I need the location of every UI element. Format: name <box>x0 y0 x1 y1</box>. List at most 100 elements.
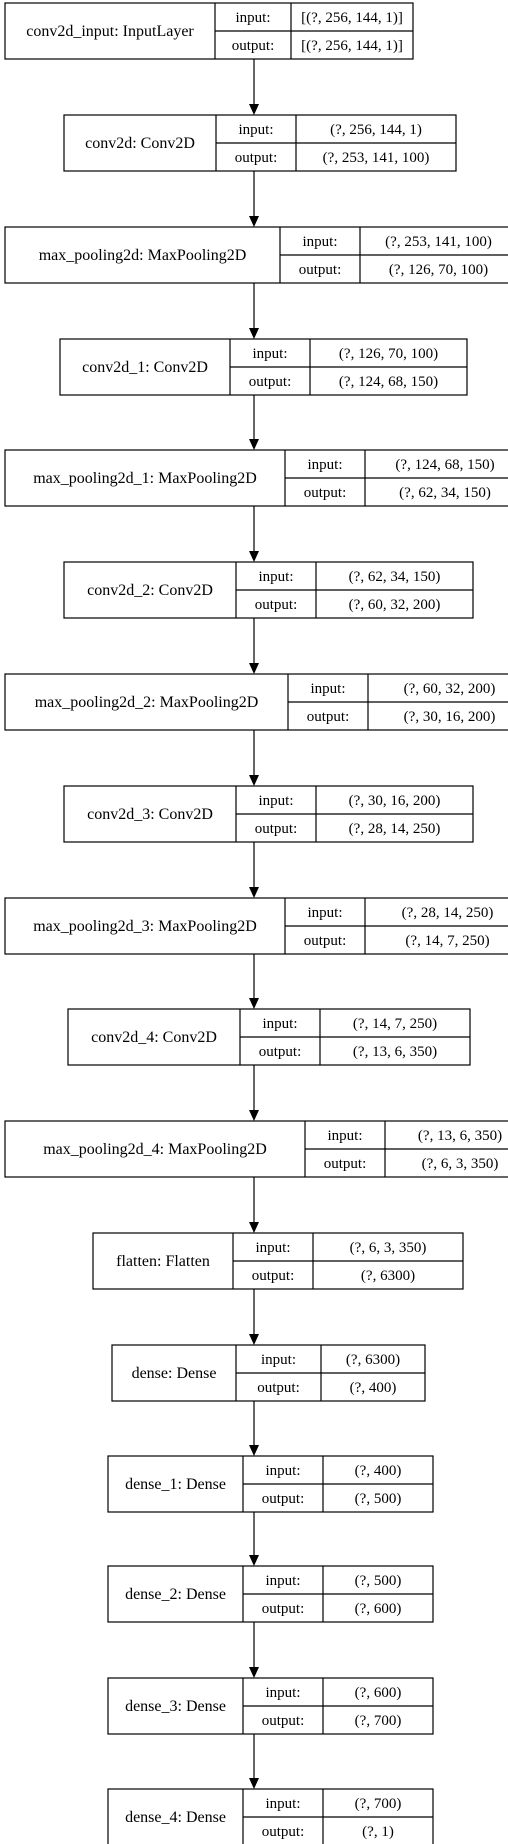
output-shape: (?, 600) <box>355 1601 402 1617</box>
output-shape: (?, 14, 7, 250) <box>405 933 489 949</box>
input-label: input: <box>265 1796 300 1812</box>
arrowhead <box>249 1667 259 1678</box>
output-label: output: <box>252 1268 295 1284</box>
output-label: output: <box>262 1601 305 1617</box>
layer-name: conv2d_2: Conv2D <box>87 582 213 599</box>
input-shape: (?, 62, 34, 150) <box>349 569 441 585</box>
input-shape: (?, 256, 144, 1) <box>330 122 422 138</box>
arrowhead <box>249 887 259 898</box>
layer-name: max_pooling2d_3: MaxPooling2D <box>33 918 257 935</box>
input-label: input: <box>255 1240 290 1256</box>
output-label: output: <box>304 933 347 949</box>
layer-node: max_pooling2d: MaxPooling2Dinput:output:… <box>4 226 508 284</box>
edge-arrow <box>249 395 259 450</box>
output-shape: (?, 28, 14, 250) <box>349 821 441 837</box>
output-label: output: <box>255 821 298 837</box>
input-label: input: <box>265 1463 300 1479</box>
edge-arrow <box>249 954 259 1009</box>
input-label: input: <box>261 1352 296 1368</box>
input-label: input: <box>302 234 337 250</box>
edge-arrow <box>249 59 259 115</box>
output-shape: (?, 60, 32, 200) <box>349 597 441 613</box>
input-label: input: <box>238 122 273 138</box>
layer-name: conv2d_4: Conv2D <box>91 1029 217 1046</box>
arrowhead <box>249 1778 259 1789</box>
output-label: output: <box>262 1713 305 1729</box>
layer-name: dense_3: Dense <box>125 1698 226 1715</box>
output-shape: (?, 253, 141, 100) <box>323 150 430 166</box>
input-shape: (?, 6, 3, 350) <box>350 1240 427 1256</box>
input-shape: (?, 500) <box>355 1573 402 1589</box>
arrowhead <box>249 1110 259 1121</box>
input-shape: (?, 124, 68, 150) <box>395 457 494 473</box>
input-label: input: <box>265 1573 300 1589</box>
input-shape: (?, 6300) <box>346 1352 400 1368</box>
edge-arrow <box>249 1401 259 1456</box>
output-label: output: <box>257 1380 300 1396</box>
output-shape: (?, 700) <box>355 1713 402 1729</box>
arrowhead <box>249 663 259 674</box>
input-label: input: <box>265 1685 300 1701</box>
edge-arrow <box>249 842 259 898</box>
layer-node: max_pooling2d_2: MaxPooling2Dinput:outpu… <box>4 673 508 731</box>
edge-arrow <box>249 618 259 674</box>
arrowhead <box>249 775 259 786</box>
input-shape: (?, 28, 14, 250) <box>402 905 494 921</box>
output-label: output: <box>259 1044 302 1060</box>
output-label: output: <box>262 1824 305 1840</box>
input-label: input: <box>258 569 293 585</box>
layer-name: flatten: Flatten <box>116 1253 210 1270</box>
layer-name: max_pooling2d_4: MaxPooling2D <box>43 1141 267 1158</box>
layer-name: conv2d_input: InputLayer <box>26 23 194 40</box>
input-label: input: <box>258 793 293 809</box>
arrowhead <box>249 328 259 339</box>
output-shape: (?, 62, 34, 150) <box>399 485 491 501</box>
edge-arrow <box>249 1065 259 1121</box>
output-label: output: <box>232 38 275 54</box>
output-shape: [(?, 256, 144, 1)] <box>301 38 403 54</box>
layer-node: flatten: Flatten input: output: (?, 6, 3, 3… <box>92 1232 464 1290</box>
edge-arrow <box>249 171 259 227</box>
input-shape: (?, 14, 7, 250) <box>353 1016 437 1032</box>
layer-name: dense: Dense <box>132 1365 217 1382</box>
edge-arrow <box>249 1622 259 1678</box>
input-shape: [(?, 256, 144, 1)] <box>301 10 403 26</box>
layer-node: conv2d_input: InputLayer input: output: [(?… <box>4 2 414 60</box>
layer-node: conv2d: Conv2D input: output: (?, 256, 144,… <box>63 114 457 172</box>
layer-node: max_pooling2d_1: MaxPooling2Dinput:outpu… <box>4 449 508 507</box>
layer-name: max_pooling2d_1: MaxPooling2D <box>33 470 257 487</box>
layer-name: max_pooling2d: MaxPooling2D <box>39 247 247 264</box>
arrowhead <box>249 551 259 562</box>
output-shape: (?, 400) <box>350 1380 397 1396</box>
arrowhead <box>249 1222 259 1233</box>
output-shape: (?, 6, 3, 350) <box>422 1156 499 1172</box>
layer-name: conv2d_3: Conv2D <box>87 806 213 823</box>
nodes-layer: conv2d_input: InputLayer input: output: [(?… <box>4 2 508 1844</box>
arrowhead <box>249 104 259 115</box>
edge-arrow <box>249 1177 259 1233</box>
edge-arrow <box>249 283 259 339</box>
arrowhead <box>249 216 259 227</box>
edges-layer <box>249 59 259 1789</box>
input-label: input: <box>310 681 345 697</box>
output-shape: (?, 1) <box>362 1824 394 1840</box>
layer-node: max_pooling2d_4: MaxPooling2D input: outpu… <box>4 1120 508 1178</box>
input-label: input: <box>327 1128 362 1144</box>
layer-name: conv2d: Conv2D <box>85 135 195 152</box>
input-shape: (?, 700) <box>355 1796 402 1812</box>
arrowhead <box>249 439 259 450</box>
arrowhead <box>249 1555 259 1566</box>
layer-node: max_pooling2d_3: MaxPooling2Dinput:outpu… <box>4 897 508 955</box>
input-label: input: <box>307 457 342 473</box>
output-label: output: <box>324 1156 367 1172</box>
output-label: output: <box>255 597 298 613</box>
input-shape: (?, 600) <box>355 1685 402 1701</box>
output-shape: (?, 124, 68, 150) <box>339 374 438 390</box>
input-label: input: <box>235 10 270 26</box>
output-label: output: <box>235 150 278 166</box>
edge-arrow <box>249 730 259 786</box>
